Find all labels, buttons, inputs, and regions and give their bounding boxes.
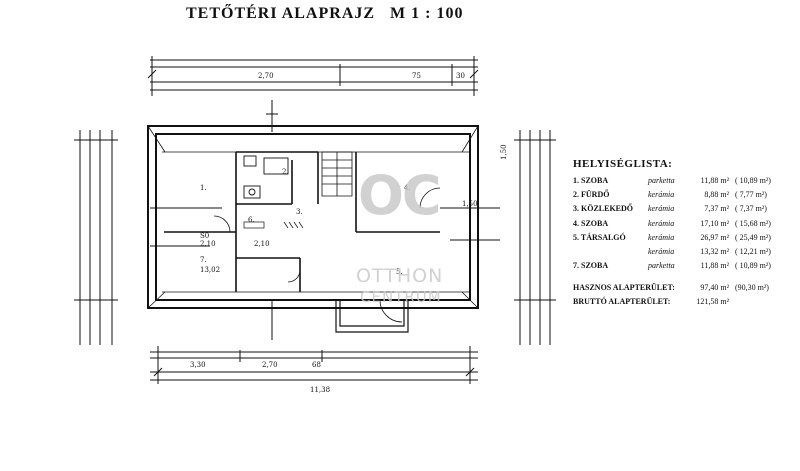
room-row: 5. TÁRSALGÓ kerámia 26,97 m² ( 25,49 m²)	[573, 233, 793, 247]
room-net-area: ( 7,77 m²)	[735, 190, 767, 200]
room-floor: kerámia	[648, 218, 675, 228]
room-area: 11,88 m²	[700, 176, 729, 185]
scale-text: M 1 : 100	[390, 5, 464, 22]
dim-top-3: 30	[456, 72, 465, 80]
dim-bottom-3: 68	[312, 361, 321, 369]
right-dimension-lines	[514, 130, 556, 345]
useful-area-net: (90,30 m²)	[735, 283, 769, 293]
room-name: 1. SZOBA	[573, 176, 609, 185]
left-dimension-lines	[74, 130, 118, 345]
room-row: 3. KÖZLEKEDŐ kerámia 7,37 m² ( 7,37 m²)	[573, 204, 793, 218]
outer-walls	[147, 125, 479, 309]
room-area: 26,97 m²	[700, 232, 729, 242]
gross-area-value: 121,58 m²	[696, 297, 729, 307]
plan-note-stair-b: 2,10	[200, 240, 216, 248]
room-net-area: ( 15,68 m²)	[735, 218, 771, 228]
dim-bottom-1: 3,30	[190, 361, 206, 369]
room-area: 7,37 m²	[704, 204, 729, 214]
room-area: 17,10 m²	[700, 218, 729, 228]
dim-top-2: 75	[412, 72, 421, 80]
useful-area-row: HASZNOS ALAPTERÜLET: 97,40 m² (90,30 m²)	[573, 283, 793, 297]
room-area: 11,88 m²	[700, 261, 729, 271]
room-number-1: 1.	[200, 184, 207, 192]
plan-note-stair-a: S0	[200, 232, 209, 240]
page-title: TETŐTÉRI ALAPRAJZ M 1 : 100	[186, 5, 466, 23]
room-floor: parketta	[648, 176, 675, 185]
room-floor: kerámia	[648, 204, 675, 214]
dim-bottom-4: 11,38	[310, 386, 330, 394]
room-area: 8,88 m²	[704, 190, 729, 200]
roof-slope-lines	[147, 125, 479, 309]
dim-side-1: 1,50	[500, 144, 508, 160]
bottom-dimension-lines	[150, 346, 478, 384]
stairs	[321, 151, 353, 197]
room-list-title: HELYISÉGLISTA:	[573, 158, 673, 170]
room-row: 4. SZOBA kerámia 17,10 m² ( 15,68 m²)	[573, 219, 793, 233]
room-list: HELYISÉGLISTA: 1. SZOBA parketta 11,88 m² (…	[573, 158, 793, 311]
room-name: 7. SZOBA	[573, 261, 609, 271]
hatch-marks	[243, 221, 304, 229]
room-rows: 1. SZOBA parketta 11,88 m² ( 10,89 m²) 2. FÜ…	[573, 176, 793, 275]
room-floor: kerámia	[648, 246, 675, 256]
plan-note-right: 1,50	[462, 200, 478, 208]
room-net-area: ( 10,89 m²)	[735, 176, 771, 185]
section-markers	[150, 100, 500, 340]
room-floor: kerámia	[648, 232, 675, 242]
room-name: 3. KÖZLEKEDŐ	[573, 204, 634, 214]
room-floor: kerámia	[648, 190, 675, 200]
balcony	[213, 187, 441, 333]
room-net-area: ( 10,89 m²)	[735, 261, 771, 271]
room-row: 7. SZOBA parketta 11,88 m² ( 10,89 m²)	[573, 261, 793, 275]
gross-area-label: BRUTTÓ ALAPTERÜLET:	[573, 297, 671, 307]
room-row: 2. FÜRDŐ kerámia 8,88 m² ( 7,77 m²)	[573, 190, 793, 204]
useful-area-label: HASZNOS ALAPTERÜLET:	[573, 283, 675, 293]
title-text: TETŐTÉRI ALAPRAJZ	[186, 5, 376, 22]
room-number-2: 2.	[282, 168, 289, 176]
plan-note-room7: 2,10	[254, 240, 270, 248]
room-row: kerámia 13,32 m² ( 12,21 m²)	[573, 247, 793, 261]
room-net-area: ( 25,49 m²)	[735, 232, 771, 242]
room-number-6: 6.	[248, 216, 255, 224]
room-name: 4. SZOBA	[573, 218, 609, 228]
bathroom-fixtures	[243, 155, 289, 199]
room-number-7: 7.	[200, 256, 207, 264]
room-floor: parketta	[648, 261, 675, 271]
room-name: 2. FÜRDŐ	[573, 190, 610, 200]
useful-area-value: 97,40 m²	[700, 283, 729, 293]
plan-note-room7-area: 13,02	[200, 266, 220, 274]
top-dimension-lines	[147, 56, 479, 96]
interior-walls	[164, 151, 440, 292]
gross-area-row: BRUTTÓ ALAPTERÜLET: 121,58 m²	[573, 297, 793, 311]
room-row: 1. SZOBA parketta 11,88 m² ( 10,89 m²)	[573, 176, 793, 190]
room-net-area: ( 7,37 m²)	[735, 204, 767, 214]
room-number-5: 5.	[396, 268, 403, 276]
dim-bottom-2: 2,70	[262, 361, 278, 369]
room-net-area: ( 12,21 m²)	[735, 246, 771, 256]
dim-top-1: 2,70	[258, 72, 274, 80]
room-number-3: 3.	[296, 208, 303, 216]
room-name: 5. TÁRSALGÓ	[573, 232, 626, 242]
room-number-4: 4.	[404, 184, 411, 192]
room-area: 13,32 m²	[700, 246, 729, 256]
